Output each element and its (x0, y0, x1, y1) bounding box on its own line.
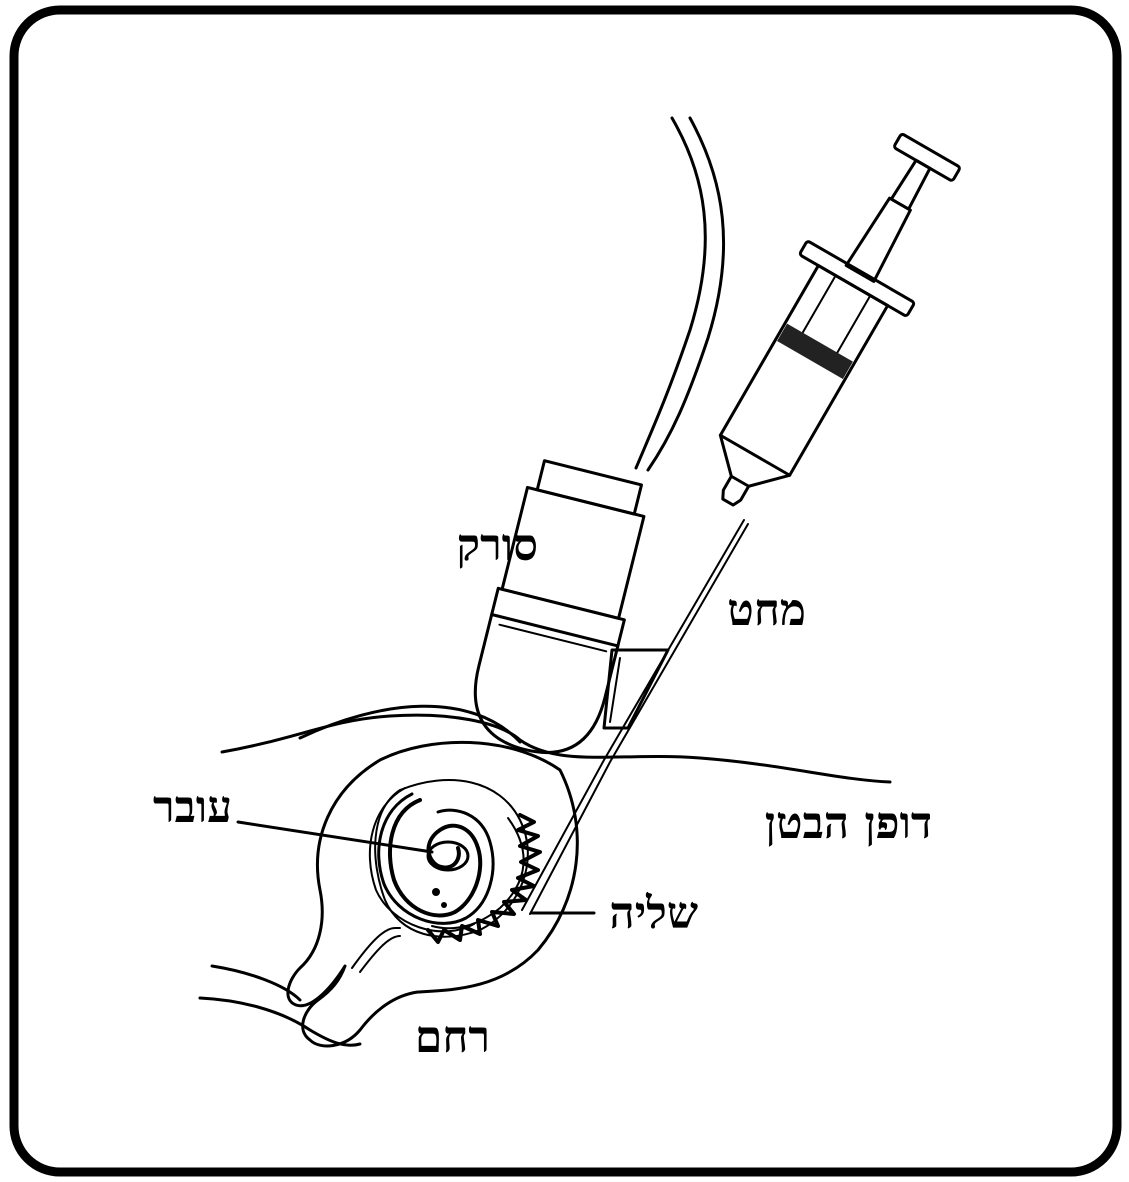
label-transducer: סורק (457, 520, 538, 571)
needle (522, 520, 748, 914)
label-fetus: עובר (153, 782, 232, 833)
label-abdominal-wall: דופן הבטן (765, 798, 932, 849)
syringe-plunger-seal (777, 324, 853, 379)
abdominal-wall (222, 715, 890, 782)
label-uterus: רחם (415, 1012, 490, 1063)
fetus (370, 788, 493, 931)
syringe (674, 119, 984, 533)
fetus-leader-line (238, 822, 432, 852)
transducer-cable (636, 118, 724, 470)
label-placenta: שליה (609, 888, 698, 939)
label-needle: מחט (727, 585, 806, 636)
diagram-frame (14, 10, 1117, 1172)
